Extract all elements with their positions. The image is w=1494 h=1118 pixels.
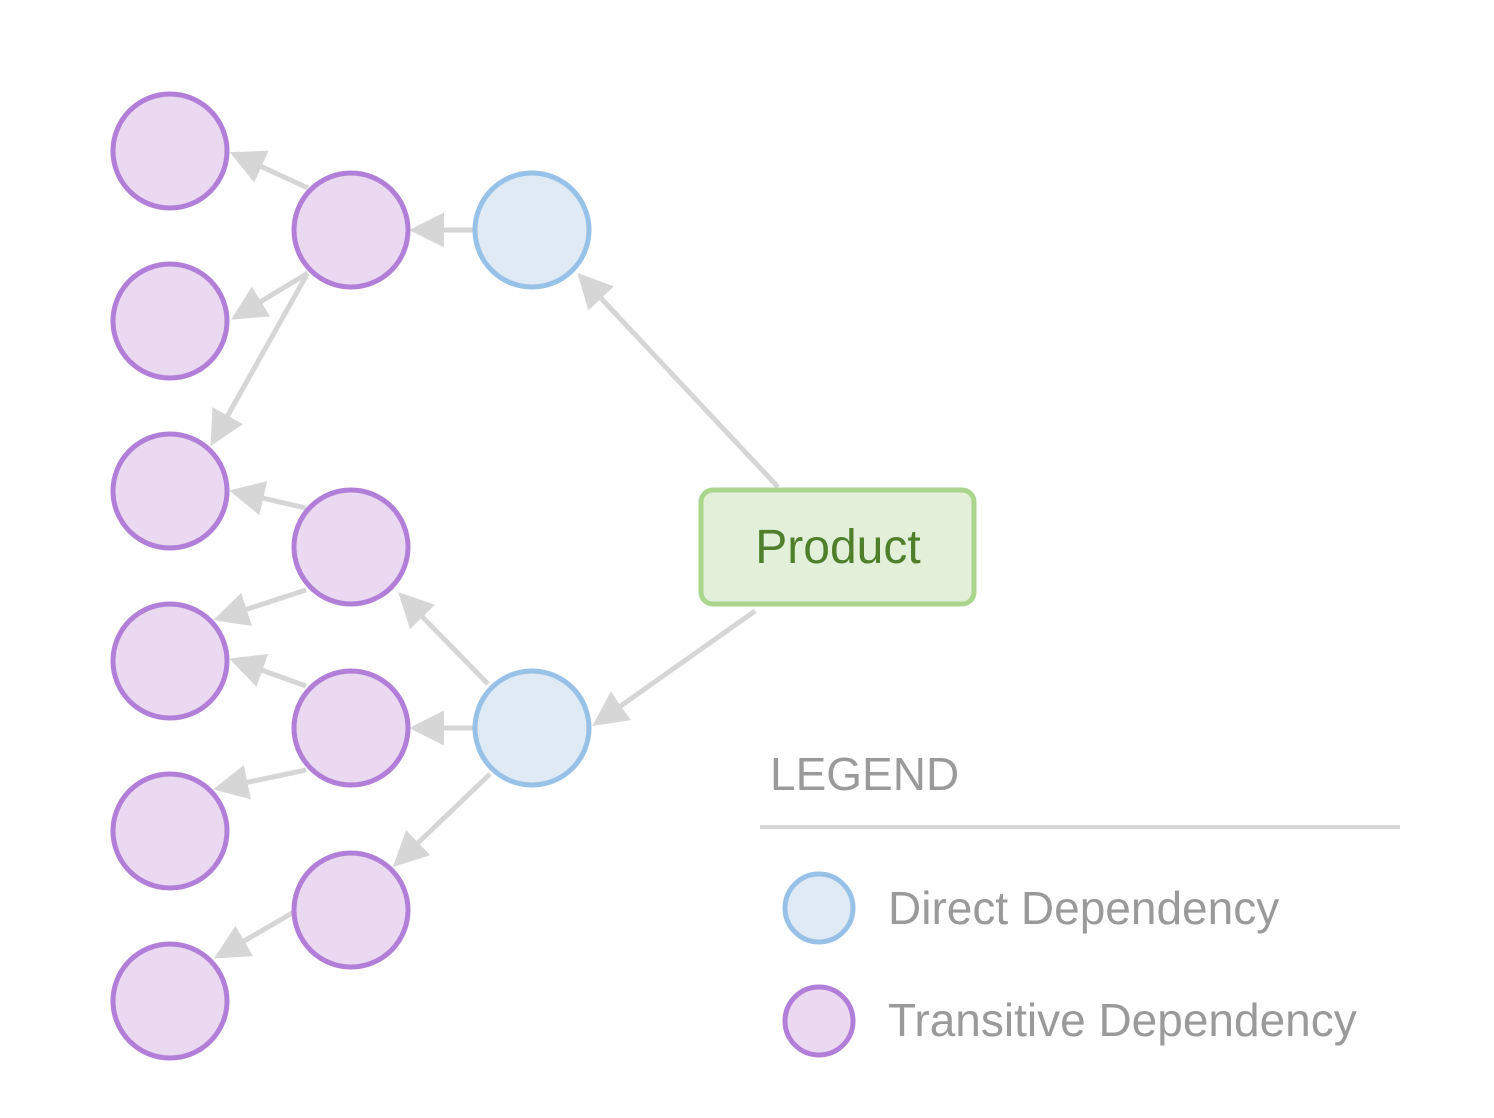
edge-t2d-to-t1f [213, 909, 296, 959]
edge-t2b-to-t1c [229, 481, 307, 516]
edge-direct-bottom-to-t2b [398, 591, 490, 686]
edge-t2a-to-t1c [210, 274, 309, 447]
product-node[interactable]: Product [698, 487, 977, 607]
edge-direct-bottom-to-t2d [392, 772, 492, 867]
product-box[interactable] [698, 487, 977, 607]
direct-node[interactable] [472, 170, 592, 290]
transitive-node[interactable] [110, 771, 230, 891]
edge-product-to-direct-top [577, 272, 780, 489]
edge-t2c-to-t1d [229, 653, 307, 689]
transitive-node[interactable] [110, 91, 230, 211]
legend-direct-swatch [782, 871, 856, 945]
direct-node[interactable] [472, 668, 592, 788]
legend-title: LEGEND [770, 748, 959, 800]
edge-t2a-to-t1b [231, 270, 310, 320]
direct-nodes [472, 170, 592, 788]
edge-t2a-to-t1a [229, 150, 310, 191]
edge-product-to-direct-bottom [592, 608, 757, 727]
legend: LEGEND Direct Dependency Transitive Depe… [760, 748, 1400, 1058]
edge-t2b-to-t1d [213, 587, 307, 626]
transitive-node[interactable] [110, 261, 230, 381]
legend-transitive-swatch [782, 984, 856, 1058]
transitive-nodes [110, 91, 411, 1061]
transitive-node[interactable] [291, 487, 411, 607]
product-label: Product [755, 521, 920, 574]
transitive-node[interactable] [110, 431, 230, 551]
transitive-node[interactable] [291, 170, 411, 290]
transitive-node[interactable] [110, 941, 230, 1061]
transitive-node[interactable] [291, 668, 411, 788]
transitive-node[interactable] [291, 850, 411, 970]
edge-t2c-to-t1e [213, 765, 307, 800]
legend-transitive-label: Transitive Dependency [888, 994, 1357, 1046]
legend-direct-label: Direct Dependency [888, 882, 1279, 934]
transitive-node[interactable] [110, 601, 230, 721]
edges [210, 150, 780, 959]
